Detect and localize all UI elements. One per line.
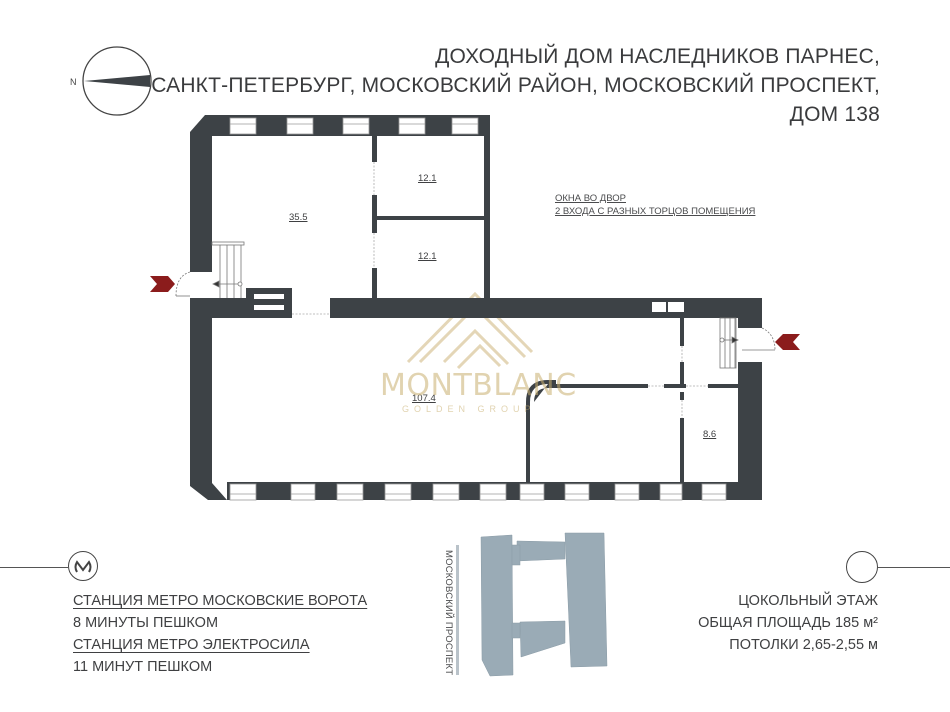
svg-text:N: N (70, 77, 77, 87)
door-openings (292, 162, 708, 418)
room-area-label: 12.1 (418, 173, 437, 184)
right-staircase (719, 317, 739, 369)
room-area-label: 35.5 (289, 212, 308, 223)
title-line-3: ДОМ 138 (789, 103, 880, 126)
metro-icon (68, 551, 98, 581)
left-door-swing (175, 271, 191, 297)
metro-time-1: 8 МИНУТЫ ПЕШКОМ (73, 615, 219, 631)
vent-slots (254, 294, 684, 312)
info-divider-line (878, 567, 950, 568)
floor-name: ЦОКОЛЬНЫЙ ЭТАЖ (738, 593, 878, 609)
windows-top (229, 117, 479, 135)
plan-notes: ОКНА ВО ДВОР 2 ВХОДА С РАЗНЫХ ТОРЦОВ ПОМ… (555, 192, 755, 218)
floor-info: ЦОКОЛЬНЫЙ ЭТАЖ ОБЩАЯ ПЛОЩАДЬ 185 м² ПОТО… (698, 590, 878, 656)
title-line-2: САНКТ-ПЕТЕРБУРГ, МОСКОВСКИЙ РАЙОН, МОСКО… (151, 74, 880, 97)
metro-divider-line (0, 567, 68, 568)
entrance-arrow-icon (775, 334, 800, 350)
page-title: ДОХОДНЫЙ ДОМ НАСЛЕДНИКОВ ПАРНЕС, САНКТ-П… (151, 42, 880, 129)
room-area-label: 8.6 (703, 429, 717, 440)
note-windows: ОКНА ВО ДВОР (555, 193, 626, 204)
metro-station-2: СТАНЦИЯ МЕТРО ЭЛЕКТРОСИЛА (73, 637, 310, 653)
note-entrances: 2 ВХОДА С РАЗНЫХ ТОРЦОВ ПОМЕЩЕНИЯ (555, 206, 756, 217)
metro-info: СТАНЦИЯ МЕТРО МОСКОВСКИЕ ВОРОТА 8 МИНУТЫ… (73, 590, 367, 678)
info-circle-icon (846, 551, 878, 583)
room-area-label: 12.1 (418, 251, 437, 262)
floor-ceilings: ПОТОЛКИ 2,65-2,55 м (729, 637, 878, 653)
entrance-arrow-icon (150, 276, 175, 292)
right-door-swing (742, 327, 776, 351)
windows-bottom (229, 483, 727, 501)
metro-time-2: 11 МИНУТ ПЕШКОМ (73, 659, 213, 675)
watermark-brand: MONTBLANC (380, 368, 577, 403)
watermark-subtitle: GOLDEN GROUP (402, 404, 536, 414)
title-line-1: ДОХОДНЫЙ ДОМ НАСЛЕДНИКОВ ПАРНЕС, (435, 45, 880, 68)
room-area-label: 107.4 (412, 393, 436, 404)
metro-station-1: СТАНЦИЯ МЕТРО МОСКОВСКИЕ ВОРОТА (73, 593, 368, 609)
street-label: МОСКОВСКИЙ ПРОСПЕКТ (443, 550, 454, 676)
compass-arrow-icon: N (70, 46, 152, 116)
floor-area: ОБЩАЯ ПЛОЩАДЬ 185 м² (698, 615, 878, 631)
left-staircase (211, 241, 245, 298)
street-bar (456, 545, 459, 675)
site-plan-building (480, 532, 608, 677)
